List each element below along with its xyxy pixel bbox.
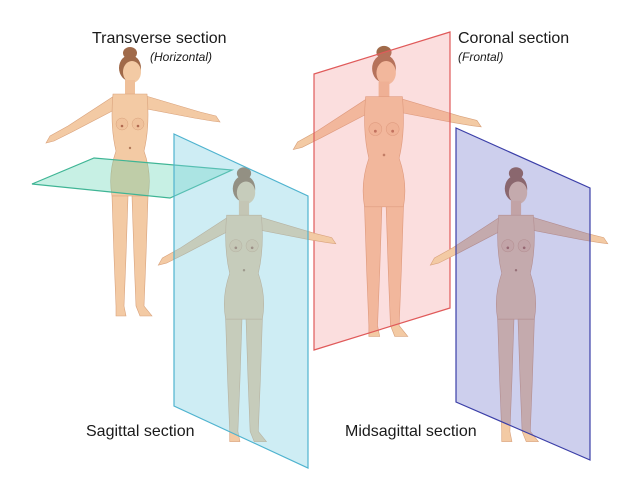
coronal-section-label: Coronal section: [458, 30, 569, 48]
sagittal-section-label: Sagittal section: [86, 423, 195, 441]
transverse-section-subtitle: (Horizontal): [150, 50, 212, 64]
transverse-section-label: Transverse section: [92, 30, 227, 48]
coronal-section-subtitle: (Frontal): [458, 50, 503, 64]
sagittal-plane: [174, 134, 308, 468]
midsagittal-section-label: Midsagittal section: [345, 423, 477, 441]
coronal-plane: [314, 32, 450, 350]
midsagittal-plane: [456, 128, 590, 460]
